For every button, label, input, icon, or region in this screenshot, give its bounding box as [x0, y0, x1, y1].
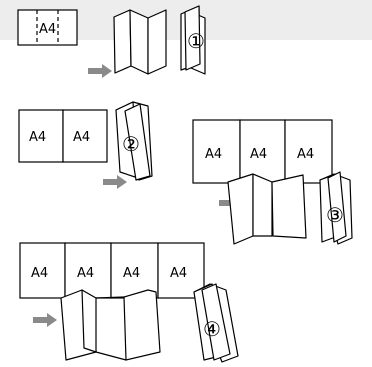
- option-3-sheet-2-label: A4: [250, 147, 267, 162]
- option-4-sheet-4-label: A4: [170, 266, 187, 281]
- option-4-sheet-4: [157, 242, 205, 299]
- option-3-sheet-1-label: A4: [205, 147, 222, 162]
- option-2-sheet-1-label: A4: [29, 130, 46, 145]
- option-4-sheet-3: [110, 242, 159, 299]
- option-3-group: A4 A4 A4 ③: [192, 119, 353, 245]
- option-4-sheet-1-label: A4: [31, 266, 48, 281]
- option-1-flat-sheet: [17, 9, 78, 46]
- option-2-group: A4 A4 ②: [18, 101, 153, 189]
- option-3-sheet-1: [192, 119, 241, 184]
- option-2-number: ②: [122, 132, 140, 156]
- option-1-number: ①: [187, 29, 205, 53]
- option-4-booklet: [193, 283, 239, 363]
- option-3-number: ③: [326, 203, 344, 227]
- option-1-group: A4 ①: [17, 5, 206, 78]
- option-4-sheet-3-label: A4: [123, 266, 140, 281]
- option-2-sheet-2: [62, 109, 108, 163]
- option-1-folded-sheet: [113, 9, 167, 75]
- option-4-number: ④: [203, 317, 221, 341]
- option-4-arrow-icon: [33, 313, 57, 327]
- option-4-folded-sheet: [60, 289, 161, 361]
- option-1-booklet: [180, 5, 206, 75]
- option-3-sheet-3-label: A4: [297, 147, 314, 162]
- option-1-sheet-label: A4: [39, 22, 56, 37]
- option-3-booklet: [319, 171, 353, 245]
- option-2-arrow-icon: [103, 175, 127, 189]
- option-2-booklet: [115, 101, 153, 181]
- option-4-sheet-2-label: A4: [77, 266, 94, 281]
- option-3-folded-sheet: [227, 173, 307, 245]
- option-3-sheet-3: [284, 119, 333, 184]
- option-4-sheet-2: [64, 242, 112, 299]
- option-4-group: A4 A4 A4 A4 ④: [19, 242, 239, 363]
- option-2-sheet-2-label: A4: [73, 130, 90, 145]
- option-1-arrow-icon: [88, 64, 112, 78]
